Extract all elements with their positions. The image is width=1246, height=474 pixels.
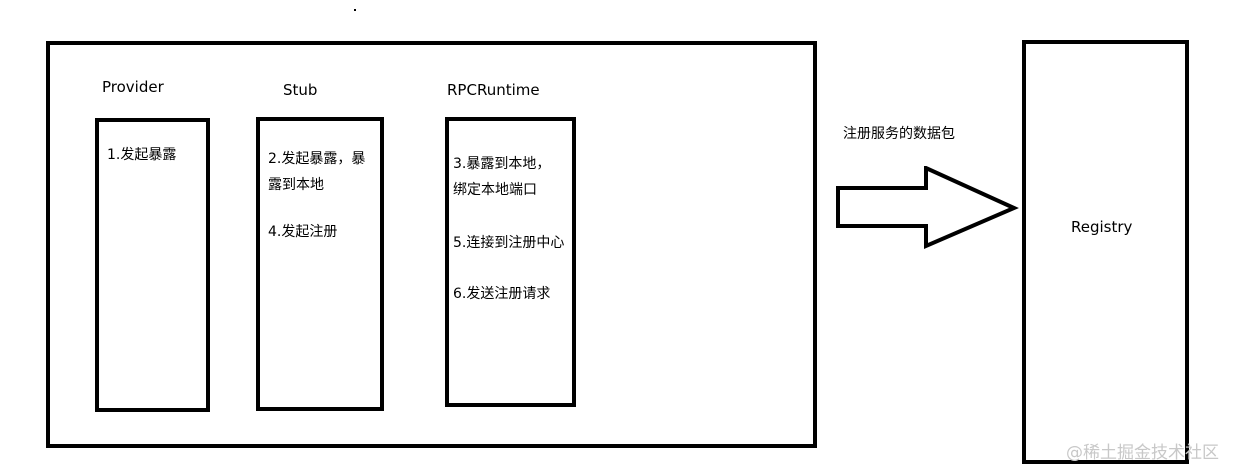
stub-box: 2.发起暴露，暴露到本地 4.发起注册 xyxy=(256,117,384,411)
rpc-runtime-step-6: 6.发送注册请求 xyxy=(453,286,551,302)
stub-step-2: 2.发起暴露，暴露到本地 xyxy=(268,151,366,193)
stub-title: Stub xyxy=(283,81,318,99)
registry-box: Registry xyxy=(1022,40,1189,464)
registry-label: Registry xyxy=(1071,218,1133,236)
provider-box: 1.发起暴露 xyxy=(95,118,210,412)
right-arrow-icon xyxy=(836,166,1019,250)
rpc-runtime-title: RPCRuntime xyxy=(447,81,540,99)
stub-step-4: 4.发起注册 xyxy=(268,224,338,240)
rpc-runtime-step-5: 5.连接到注册中心 xyxy=(453,235,565,251)
rpc-runtime-step-3: 3.暴露到本地，绑定本地端口 xyxy=(453,156,551,198)
arrow-label: 注册服务的数据包 xyxy=(843,126,955,142)
provider-step-1: 1.发起暴露 xyxy=(107,147,177,163)
rpc-runtime-box: 3.暴露到本地，绑定本地端口 5.连接到注册中心 6.发送注册请求 xyxy=(445,117,576,407)
watermark-text: @稀土掘金技术社区 xyxy=(1066,443,1219,463)
stray-dot xyxy=(354,9,356,11)
provider-title: Provider xyxy=(102,78,164,96)
